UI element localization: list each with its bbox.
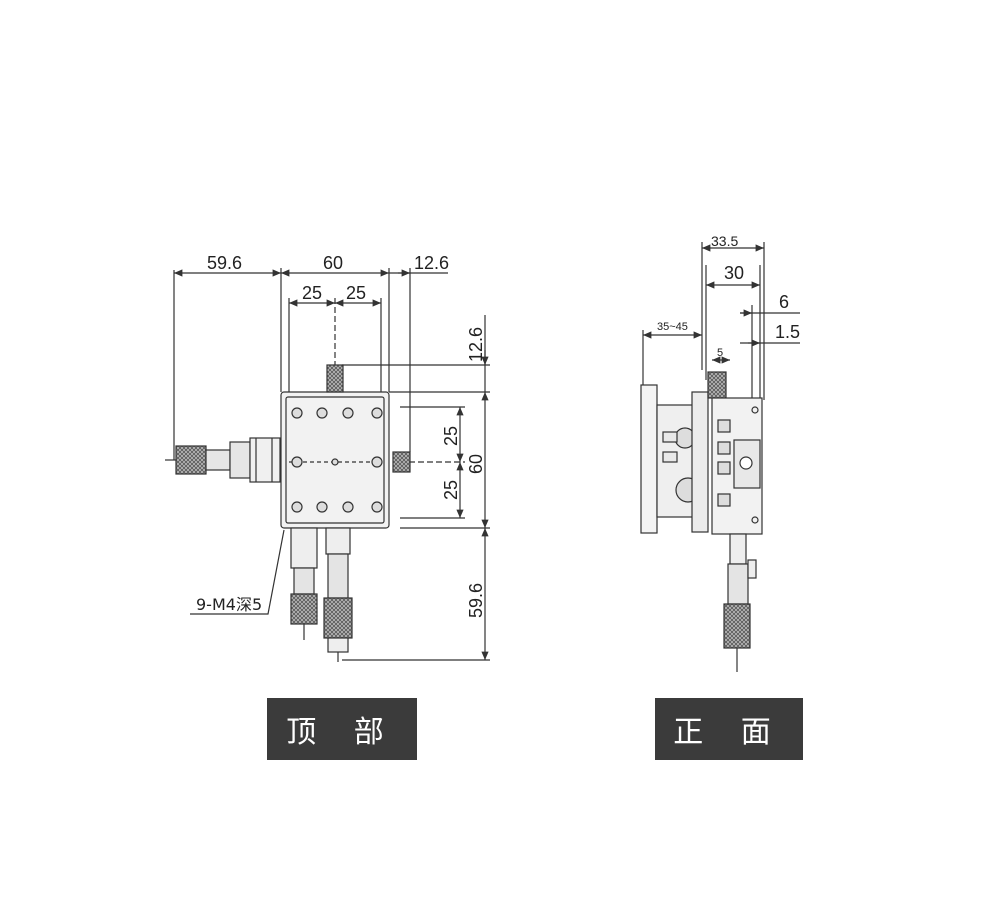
mounting-holes [291, 407, 383, 513]
dim-text-35-45: 35~45 [657, 321, 688, 333]
mount-hole [316, 407, 328, 419]
front-lock-knob [707, 371, 727, 399]
front-micrometer-thimble [723, 603, 751, 649]
dim-text-5: 5 [717, 347, 723, 359]
mount-hole [291, 501, 303, 513]
front-view [640, 242, 800, 672]
center-hole [331, 458, 339, 466]
dim-text-60-y: 60 [466, 454, 486, 474]
caption-front-view-label: 正 面 [673, 715, 785, 750]
dim-text-1-5: 1.5 [775, 322, 800, 342]
dim-text-25-right: 25 [346, 283, 366, 303]
dim-text-59-6-x: 59.6 [207, 253, 242, 273]
mount-hole [342, 407, 354, 419]
top-view [165, 268, 490, 662]
mount-hole [316, 501, 328, 513]
dim-text-25-left: 25 [302, 283, 322, 303]
mount-hole [371, 407, 383, 419]
caption-top-view-label: 顶 部 [286, 715, 398, 750]
dim-text-25-lower: 25 [441, 480, 461, 500]
dim-text-12-6-x: 12.6 [414, 253, 449, 273]
dim-text-12-6-y: 12.6 [466, 327, 486, 362]
left-micrometer [165, 437, 281, 483]
dim-text-30: 30 [724, 263, 744, 283]
mount-hole [291, 456, 303, 468]
mount-hole [291, 407, 303, 419]
mount-hole [342, 501, 354, 513]
thread-note: 9-M4深5 [196, 595, 263, 614]
mount-hole [371, 456, 383, 468]
side-plate [640, 384, 658, 534]
stage-top-plate [285, 396, 385, 524]
bottom-micrometer-1 [290, 527, 318, 640]
caption-top-view: 顶 部 [267, 698, 417, 760]
mount-hole [371, 501, 383, 513]
top-lock-knob [326, 364, 344, 393]
dim-text-33-5: 33.5 [711, 233, 738, 249]
dim-text-60-x: 60 [323, 253, 343, 273]
thread-note-leader [190, 529, 285, 615]
caption-front-view: 正 面 [655, 698, 803, 760]
mid-slide [691, 391, 709, 533]
dim-text-6: 6 [779, 292, 789, 312]
front-micrometer-sleeve [729, 533, 747, 565]
right-lock-knob [392, 451, 411, 473]
dim-text-25-upper: 25 [441, 426, 461, 446]
dim-text-59-6-y: 59.6 [466, 583, 486, 618]
bottom-micrometer-2 [323, 527, 353, 662]
